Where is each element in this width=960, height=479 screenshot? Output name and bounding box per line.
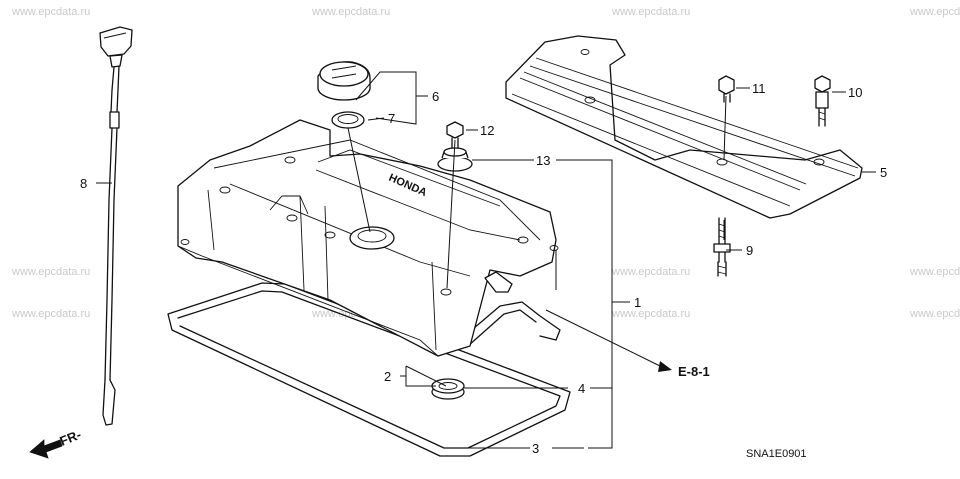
part-label-9: 9 [746,243,753,258]
seal-4-drawing [431,378,465,400]
grommet-13-drawing [437,147,473,172]
part-label-2: 2 [384,369,391,384]
leader-lines [96,71,876,449]
bolt-12-drawing [446,121,464,151]
head-cover-drawing: HONDA [177,119,559,357]
front-arrow-icon [29,439,63,459]
watermark: www.epcdata.ru [312,6,391,18]
diagram-code: SNA1E0901 [746,448,807,460]
bolt-11-drawing [718,75,735,103]
watermark: www.epcdata.ru [12,6,91,18]
bolt-10-drawing [814,75,831,127]
watermark: www.epcdata.ru [910,266,960,278]
part-label-4: 4 [578,381,585,396]
stud-9-drawing [713,217,731,277]
dipstick-drawing [99,26,133,426]
part-label-8: 8 [80,176,87,191]
reference-arrow [658,361,672,372]
cover-gasket-drawing [167,282,571,457]
part-label-13: 13 [536,153,550,168]
part-label-6: 6 [432,89,439,104]
watermark: www.epcdata.ru [612,6,691,18]
watermark: www.epcdata.ru [12,266,91,278]
part-label-1: 1 [634,295,641,310]
part-label-11: 11 [752,81,766,96]
part-label-3: 3 [532,441,539,456]
watermark: www.epcdata.ru [612,266,691,278]
watermark: www.epcdata.ru [612,308,691,320]
part-label-10: 10 [848,85,862,100]
part-label-7: 7 [388,111,395,126]
front-marker-label: FR- [58,427,84,449]
watermark: www.epcdata.ru [910,308,960,320]
watermark: www.epcdata.ru [910,6,960,18]
upper-cover-drawing [505,35,863,219]
part-label-5: 5 [880,165,887,180]
oil-cap-drawing [317,61,371,101]
reference-label: E-8-1 [678,364,710,379]
part-label-12: 12 [480,123,494,138]
cap-gasket-drawing [331,111,365,129]
watermark: www.epcdata.ru [12,308,91,320]
